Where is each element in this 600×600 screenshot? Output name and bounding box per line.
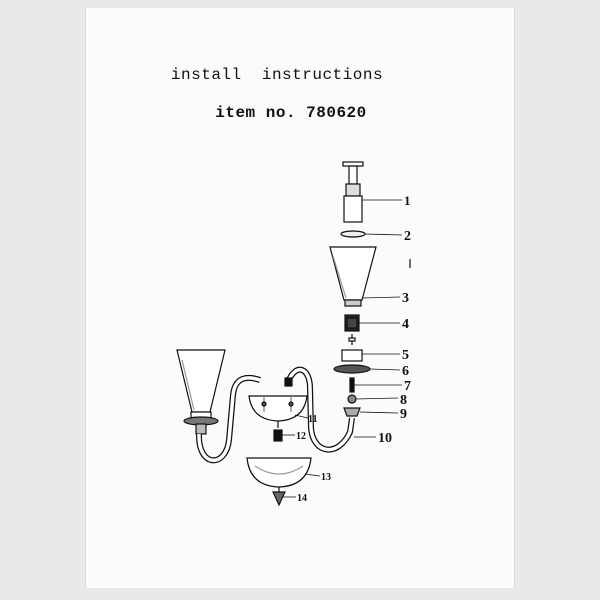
part-14-finial [272, 487, 286, 507]
label-part-2: 2 [404, 229, 411, 244]
part-12-coupling [273, 429, 283, 442]
label-part-7: 7 [404, 379, 411, 394]
part-number-labels: 1 2 3 4 5 6 7 8 9 10 11 12 13 14 [296, 193, 411, 504]
part-8-small-nut [347, 394, 357, 404]
label-part-10: 10 [378, 431, 392, 446]
part-10-right-arm [284, 366, 355, 453]
leader-lines [282, 199, 403, 498]
label-part-9: 9 [400, 407, 407, 422]
part-11-center-body [248, 395, 308, 428]
label-part-8: 8 [400, 393, 407, 408]
label-part-6: 6 [402, 364, 409, 379]
document-title: install instructions [170, 66, 384, 84]
part-4-nut [344, 314, 360, 345]
label-part-14: 14 [297, 493, 307, 504]
part-7-pin [349, 377, 355, 393]
left-arm [195, 374, 261, 464]
left-cone-shade [176, 349, 226, 435]
part-2-washer [340, 230, 366, 238]
label-part-1: 1 [404, 193, 411, 208]
instruction-sheet [85, 8, 515, 588]
label-part-3: 3 [402, 291, 409, 306]
item-number: item no. 780620 [215, 104, 367, 122]
part-1-hanging-rod [342, 161, 364, 223]
label-part-4: 4 [402, 317, 409, 332]
part-13-lower-bowl [246, 457, 312, 488]
part-9-cup [343, 407, 361, 417]
label-part-12: 12 [296, 431, 306, 442]
part-3-cone-shade [329, 246, 377, 307]
label-part-11: 11 [308, 414, 317, 425]
label-part-5: 5 [402, 348, 409, 363]
part-6-plate [333, 364, 371, 374]
label-part-13: 13 [321, 472, 331, 483]
part-5-spacer [341, 349, 363, 362]
